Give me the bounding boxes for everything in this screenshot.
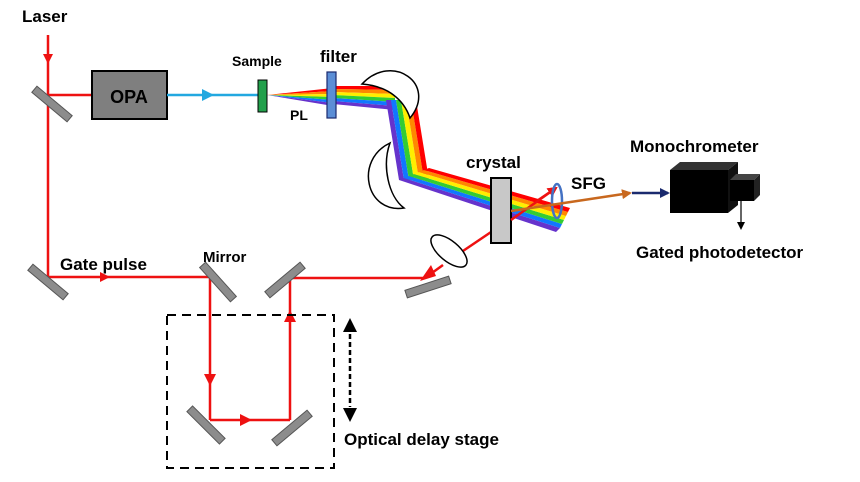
gated-photodetector-label: Gated photodetector [636, 243, 804, 262]
mirror-delay-bottom-left [186, 405, 226, 445]
pl-band-3 [399, 168, 570, 232]
mirror-arrow [420, 265, 436, 281]
gate-exit-beam [510, 186, 558, 222]
sfg-label: SFG [571, 174, 606, 193]
mirror-delay-bottom-right [271, 409, 313, 447]
delay-up-head [343, 318, 357, 332]
pl-band-2 [386, 100, 429, 180]
delay-down-head [343, 408, 357, 422]
mirror-lens-side [404, 275, 452, 299]
pl-band-1 [333, 86, 395, 110]
sample [257, 79, 268, 113]
sample-label: Sample [232, 53, 282, 69]
sfg-beam [510, 189, 632, 213]
laser-label: Laser [22, 7, 68, 26]
parabolic-mirror-1 [360, 70, 420, 120]
mirror-gate [27, 263, 69, 301]
pl-label: PL [290, 107, 308, 123]
delay-stage-box [166, 314, 335, 469]
delay-right-arrow [240, 414, 252, 426]
filter [326, 71, 337, 119]
crystal-label: crystal [466, 153, 521, 172]
mirror-delay-top-right [264, 261, 306, 299]
parabolic-mirror-2 [367, 141, 406, 210]
filter-label: filter [320, 47, 357, 66]
crystal [490, 177, 512, 244]
opa-box [91, 70, 168, 120]
opa-label: OPA [110, 87, 148, 107]
mirror-opa [31, 85, 73, 123]
mirror-label: Mirror [203, 249, 247, 266]
opa-beam-arrow [202, 89, 214, 101]
monochromator [670, 162, 760, 213]
mirrors [27, 85, 452, 447]
gate-pulse-label: Gate pulse [60, 255, 147, 274]
optical-delay-stage-label: Optical delay stage [344, 430, 499, 449]
monochromator-label: Monochrometer [630, 137, 759, 156]
gate-lens [430, 234, 468, 268]
pl-cone [267, 88, 333, 106]
sfg-lens [550, 182, 564, 220]
mirror-delay-top-left [198, 261, 238, 303]
delay-down-arrow [204, 374, 216, 386]
